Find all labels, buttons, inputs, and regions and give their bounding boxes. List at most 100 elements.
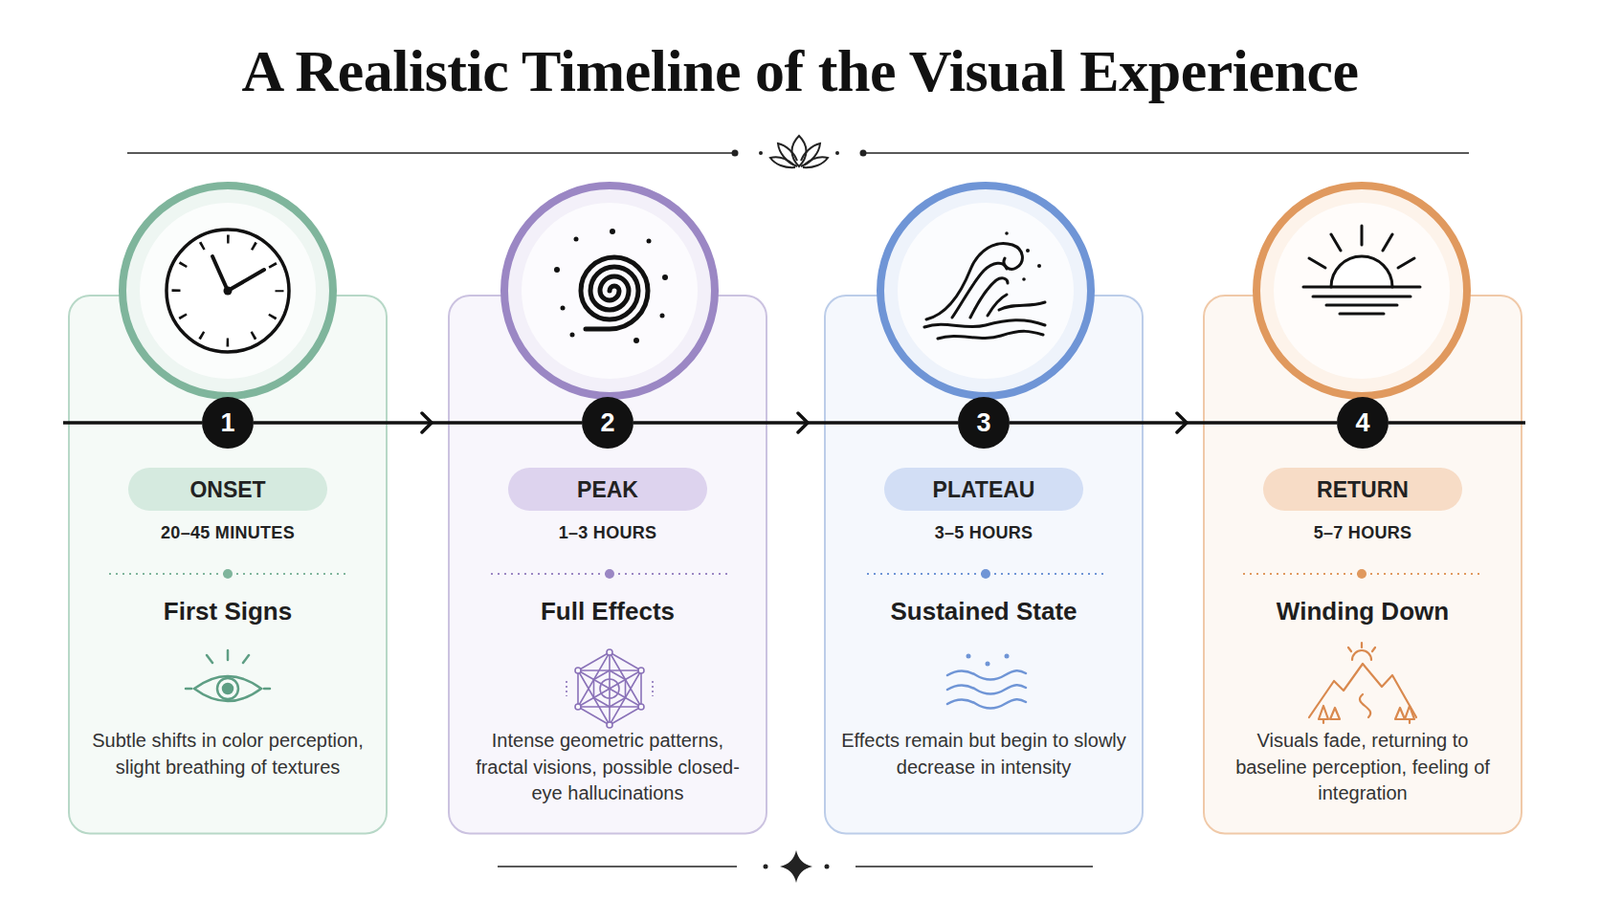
- clock-icon: [227, 269, 265, 291]
- geometry-icon: [651, 681, 654, 697]
- wave-dots: [1025, 248, 1030, 253]
- lotus-icon: [770, 135, 828, 168]
- footer-divider: [763, 865, 769, 870]
- phase-card: 4RETURN 5–7 HOURS Winding DownVisuals fade…: [1203, 295, 1522, 835]
- timeline-arrow: [253, 421, 582, 425]
- wave-dots: [1037, 264, 1042, 268]
- phase-description: Visuals fade, returning to baseline perc…: [1219, 728, 1507, 808]
- title-divider: [732, 150, 739, 157]
- phase-pill: RETURN: [1263, 467, 1463, 512]
- phase-name: RETURN: [1316, 476, 1409, 504]
- step-number: 3: [957, 397, 1010, 449]
- waves-icon: [947, 685, 1026, 694]
- time-range: 3–5 HOURS: [934, 522, 1034, 544]
- clock-icon: [166, 229, 289, 353]
- phase-pill: PLATEAU: [884, 467, 1084, 512]
- spiral-dots: [560, 306, 566, 312]
- sunset-icon: [1331, 234, 1341, 251]
- icon-ring-inner: [139, 202, 316, 379]
- geometry-icon: [577, 670, 642, 708]
- pill-fill: [128, 467, 328, 512]
- spiral-icon: [580, 257, 648, 330]
- title-divider: [127, 152, 734, 155]
- spiral-dots: [574, 237, 579, 243]
- phase-name: PLATEAU: [933, 476, 1036, 504]
- spiral-dots: [662, 274, 668, 281]
- number-circle-fill: [1336, 397, 1389, 449]
- icon-ring: [122, 185, 1467, 397]
- wave-icon: [937, 331, 1044, 339]
- eye-icon: [185, 688, 192, 691]
- spiral-dots: [646, 239, 652, 245]
- waves-dots: [966, 654, 972, 660]
- mountain-icon: [1352, 650, 1372, 661]
- mountain-icon: [1360, 643, 1363, 648]
- step-number-text: 2: [600, 408, 615, 438]
- spiral-icon: [580, 257, 648, 330]
- icon-ring-inner: [897, 202, 1074, 379]
- waves-dots: [1004, 654, 1010, 660]
- geometry-icon: [606, 649, 613, 656]
- phase-heading: Winding Down: [1276, 596, 1449, 627]
- sunset-icon: [1398, 258, 1415, 268]
- phase-heading: Full Effects: [540, 596, 675, 627]
- geometry-icon: [638, 704, 645, 711]
- mountain-icon: [1359, 694, 1371, 718]
- geometry-icon: [575, 704, 581, 711]
- geometry-icon: [577, 652, 642, 726]
- geometry-icon: [566, 649, 653, 729]
- number-circle-fill: [201, 397, 254, 449]
- phase-heading: First Signs: [163, 596, 292, 627]
- number-circle-fill: [581, 397, 634, 449]
- number-circle-fill: [957, 397, 1010, 449]
- sunset-icon: [1339, 312, 1384, 316]
- phase-card: 2PEAK1–3 HOURSFull EffectsIntense geomet…: [448, 295, 767, 835]
- lotus-icon: [777, 143, 798, 167]
- geometry-icon: [575, 667, 581, 674]
- phase-description: Intense geometric patterns, fractal visi…: [464, 728, 752, 808]
- wave-icon: [999, 302, 1045, 311]
- wave-icon: [924, 243, 1045, 339]
- eye-icon: [185, 650, 270, 702]
- spiral-dots: [609, 228, 616, 235]
- waves-icon: [947, 699, 1026, 709]
- wave-icon: [924, 320, 1045, 328]
- sunset-icon: [1331, 256, 1393, 288]
- mountain-icon: [1318, 706, 1329, 724]
- step-number: 2: [581, 397, 634, 449]
- phase-description: Subtle shifts in color perception, sligh…: [84, 728, 372, 781]
- icon-ring: [880, 185, 1091, 397]
- icon-ring-inner: [521, 202, 698, 379]
- spiral-dots: [554, 266, 560, 273]
- wave-dots: [1022, 277, 1026, 282]
- phase-heading: Sustained State: [889, 596, 1077, 627]
- waves-dots: [966, 654, 1010, 667]
- geometry-icon: [565, 681, 568, 697]
- divider-dot: [604, 569, 615, 579]
- sunset-icon: [1303, 225, 1421, 314]
- icon-ring-inner: [139, 202, 1450, 379]
- divider-dot: [222, 569, 1367, 579]
- step-number-text: 3: [976, 408, 991, 438]
- lotus-icon: [802, 156, 828, 168]
- footer-divider: [824, 865, 830, 870]
- icon-ring-inner: [1273, 202, 1450, 379]
- step-number-text: 4: [1355, 408, 1370, 438]
- spiral-dots: [660, 313, 666, 319]
- clock-icon: [212, 256, 228, 291]
- wave-icon: [987, 294, 1007, 316]
- icon-ring: [122, 185, 334, 397]
- pill-fill: [508, 467, 708, 512]
- footer-divider: [779, 850, 813, 884]
- sunset-icon: [1382, 234, 1393, 251]
- geometry-icon: [594, 670, 626, 708]
- time-range: 5–7 HOURS: [1313, 522, 1413, 544]
- title-divider: [860, 150, 867, 157]
- wave-dots: [1004, 231, 1042, 282]
- lotus-icon: [792, 135, 807, 167]
- title-divider: [835, 151, 840, 156]
- mountain-icon: [1309, 643, 1417, 724]
- phase-name: ONSET: [189, 476, 266, 504]
- clock-icon: [223, 287, 233, 296]
- icon-ring: [504, 185, 715, 397]
